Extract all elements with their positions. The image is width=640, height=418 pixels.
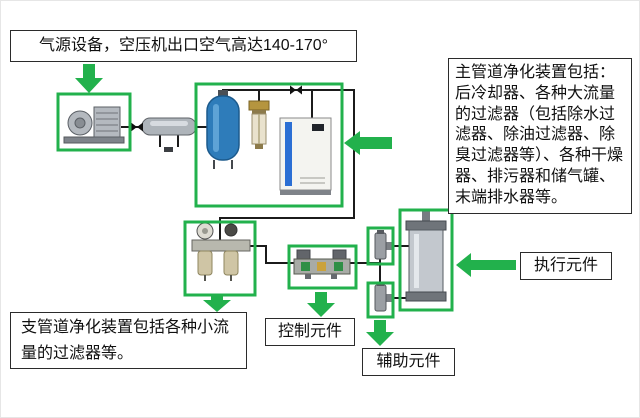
air-receiver-tank-icon bbox=[206, 90, 240, 169]
air-source-note: 气源设备，空压机出口空气高达140-170° bbox=[10, 30, 357, 62]
main-line-filter-icon bbox=[248, 100, 270, 149]
highlight-box-aux-top bbox=[366, 226, 395, 266]
main-purification-note: 主管道净化装置包括：后冷却器、各种大流量的过滤器（包括除水过滤器、除油过滤器、除… bbox=[448, 58, 632, 214]
arrow-down-to-branch-note bbox=[203, 296, 231, 312]
callout-arrows bbox=[75, 64, 516, 346]
directional-control-valve-icon bbox=[293, 249, 351, 279]
actuator-element-label: 执行元件 bbox=[520, 252, 612, 280]
arrow-left-to-main-purification bbox=[344, 131, 392, 155]
shutoff-valve-icon bbox=[290, 85, 302, 95]
highlight-box-cylinder bbox=[398, 208, 454, 312]
frl-unit-icon bbox=[191, 222, 251, 281]
control-element-label: 控制元件 bbox=[265, 318, 355, 346]
highlight-box-control-valve bbox=[287, 244, 358, 290]
arrow-down-to-compressor bbox=[75, 64, 103, 93]
highlight-box-main-purification bbox=[194, 82, 344, 208]
highlight-boxes bbox=[56, 82, 454, 319]
arrow-down-to-control-label bbox=[307, 292, 335, 317]
pneumatic-cylinder-icon bbox=[405, 211, 447, 302]
speed-controller-icon bbox=[374, 282, 393, 312]
air-compressor-icon bbox=[63, 106, 125, 144]
arrow-down-to-aux-label bbox=[366, 320, 394, 346]
auxiliary-element-label: 辅助元件 bbox=[362, 348, 455, 376]
speed-controller-icon bbox=[374, 230, 393, 260]
highlight-box-aux-bottom bbox=[366, 281, 395, 319]
aftercooler-icon bbox=[141, 117, 197, 152]
air-dryer-icon bbox=[279, 117, 332, 195]
highlight-box-frl bbox=[183, 220, 257, 297]
highlight-box-compressor bbox=[56, 92, 132, 152]
arrow-left-to-cylinder bbox=[456, 253, 516, 277]
shutoff-valve-icon bbox=[131, 122, 143, 132]
branch-purification-note: 支管道净化装置包括各种小流量的过滤器等。 bbox=[10, 312, 247, 369]
